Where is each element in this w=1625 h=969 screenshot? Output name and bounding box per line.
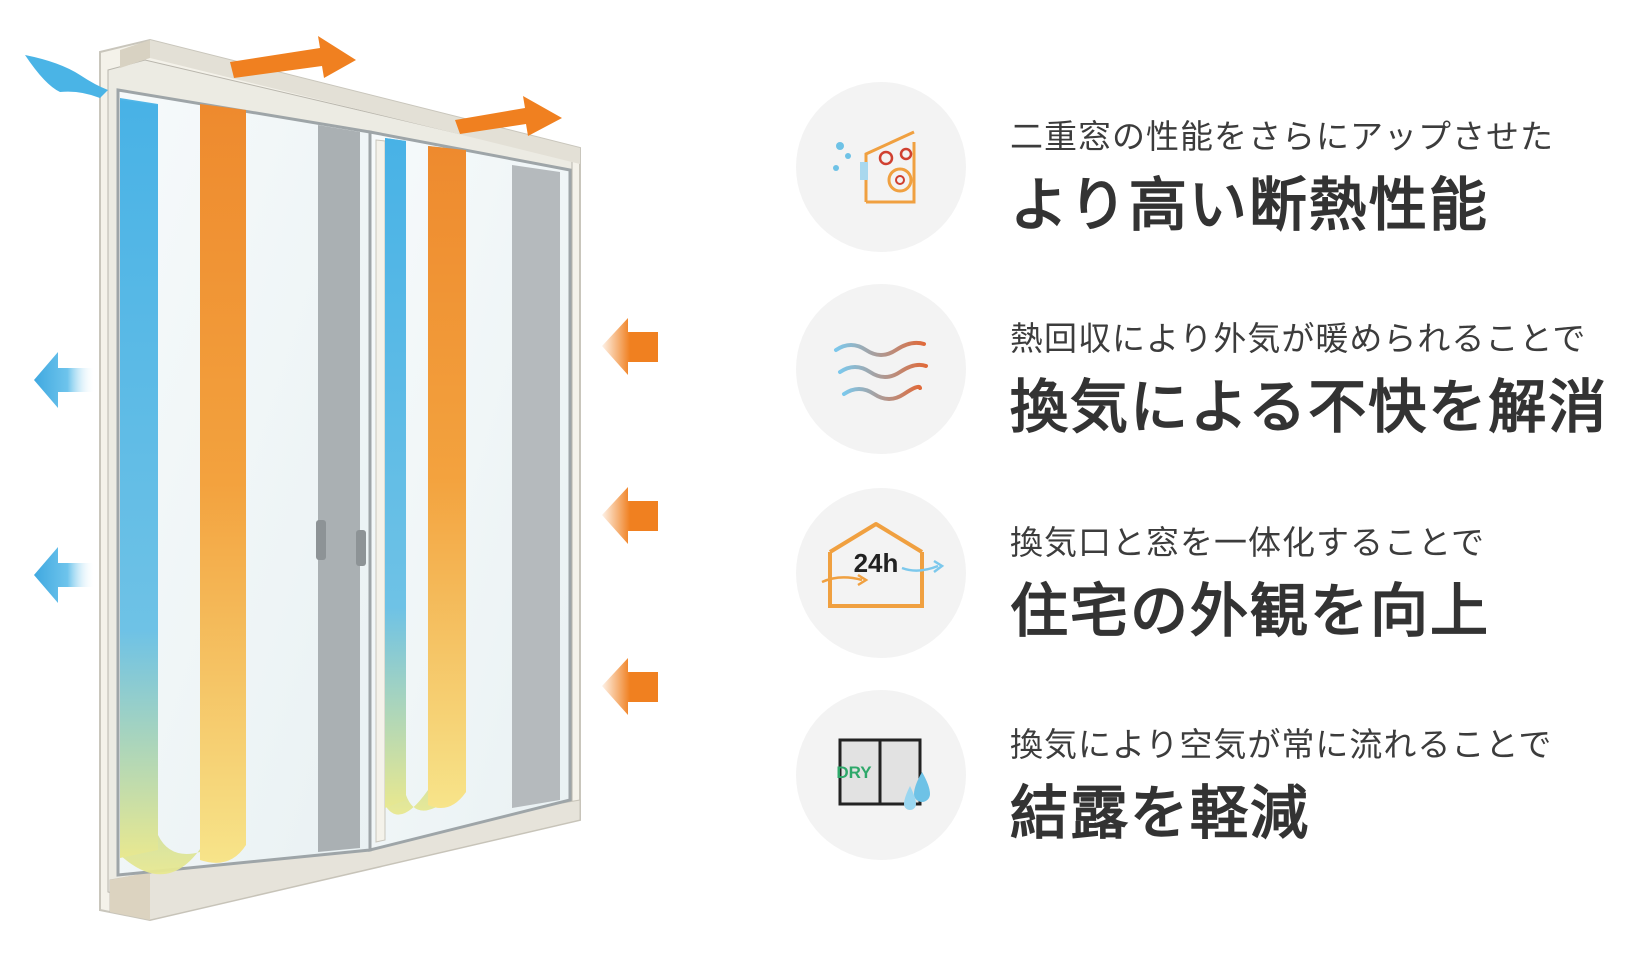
feature-subtitle: 換気により空気が常に流れることで: [1010, 725, 1553, 764]
feature-condensation: DRY 換気により空気が常に流れることで 結露を軽減: [796, 690, 1586, 860]
feature-subtitle: 熱回収により外気が暖められることで: [1010, 319, 1587, 358]
feature-icon-circle: [796, 82, 966, 252]
cool-air-out-arrows: [34, 352, 95, 603]
feature-appearance: 24h 換気口と窓を一体化することで 住宅の外観を向上: [796, 488, 1586, 658]
airflow-waves-icon: [834, 340, 928, 401]
feature-comfort: 熱回収により外気が暖められることで 換気による不快を解消: [796, 284, 1606, 454]
warm-air-arrow-icon: [230, 36, 562, 136]
feature-title: 結露を軽減: [1010, 779, 1311, 847]
air-streams: [120, 98, 466, 875]
feature-icon-circle: DRY: [796, 690, 966, 860]
icon-dry-label: DRY: [836, 763, 872, 782]
house-heat-icon: [833, 130, 916, 204]
feature-subtitle: 二重窓の性能をさらにアップさせた: [1010, 117, 1554, 156]
feature-insulation: 二重窓の性能をさらにアップさせた より高い断熱性能: [796, 82, 1586, 252]
feature-icon-circle: 24h: [796, 488, 966, 658]
feature-icon-circle: [796, 284, 966, 454]
feature-title: 住宅の外観を向上: [1010, 577, 1491, 645]
house-24h-icon: 24h: [821, 522, 945, 608]
feature-title: 換気による不快を解消: [1010, 373, 1609, 441]
inner-sash: [116, 88, 572, 877]
icon-24h-label: 24h: [854, 548, 899, 578]
window-illustration: [25, 36, 658, 922]
warm-air-in-arrows: [602, 318, 658, 715]
feature-title: より高い断熱性能: [1010, 171, 1489, 239]
feature-subtitle: 換気口と窓を一体化することで: [1010, 523, 1486, 562]
window-dry-icon: DRY: [836, 738, 930, 810]
cool-air-arrow-icon: [25, 55, 108, 98]
